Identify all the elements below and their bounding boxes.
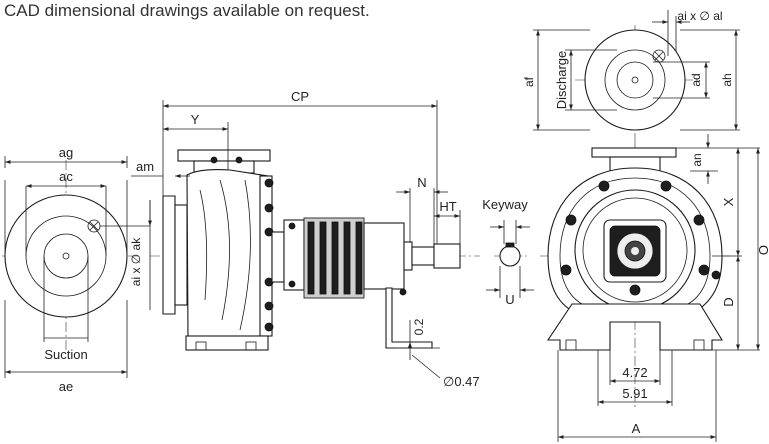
label-x: X: [721, 197, 736, 206]
label-4-72: 4.72: [622, 365, 647, 380]
label-ai-al: ai x ∅ al: [677, 9, 722, 23]
label-o: O: [756, 245, 769, 255]
label-discharge: Discharge: [554, 51, 569, 110]
label-u: U: [505, 292, 514, 307]
label-0-2: 0.2: [412, 318, 426, 335]
label-y: Y: [191, 112, 200, 127]
label-suction: Suction: [44, 347, 87, 362]
label-af: af: [522, 76, 536, 87]
label-a: A: [632, 421, 641, 436]
suction-flange-view: [2, 156, 152, 378]
pump-front-view: [540, 134, 760, 442]
header-note: CAD dimensional drawings available on re…: [4, 1, 370, 20]
label-am: am: [136, 159, 154, 174]
label-5-91: 5.91: [622, 386, 647, 401]
label-cp: CP: [291, 89, 309, 104]
keyway-detail: [486, 220, 534, 298]
label-ah: ah: [720, 73, 734, 86]
label-d: D: [721, 297, 736, 306]
label-ac: ac: [59, 169, 73, 184]
label-an: an: [690, 153, 704, 166]
label-ht: HT: [439, 199, 456, 214]
label-ag: ag: [59, 145, 73, 160]
label-ai-ak: ai x ∅ ak: [129, 237, 143, 286]
pump-side-view: [131, 100, 480, 379]
label-ae: ae: [59, 379, 73, 394]
label-ad: ad: [689, 73, 703, 86]
label-keyway: Keyway: [482, 197, 528, 212]
label-n: N: [417, 175, 426, 190]
label-0-47: ∅0.47: [443, 374, 480, 389]
discharge-flange-view: [533, 10, 740, 140]
